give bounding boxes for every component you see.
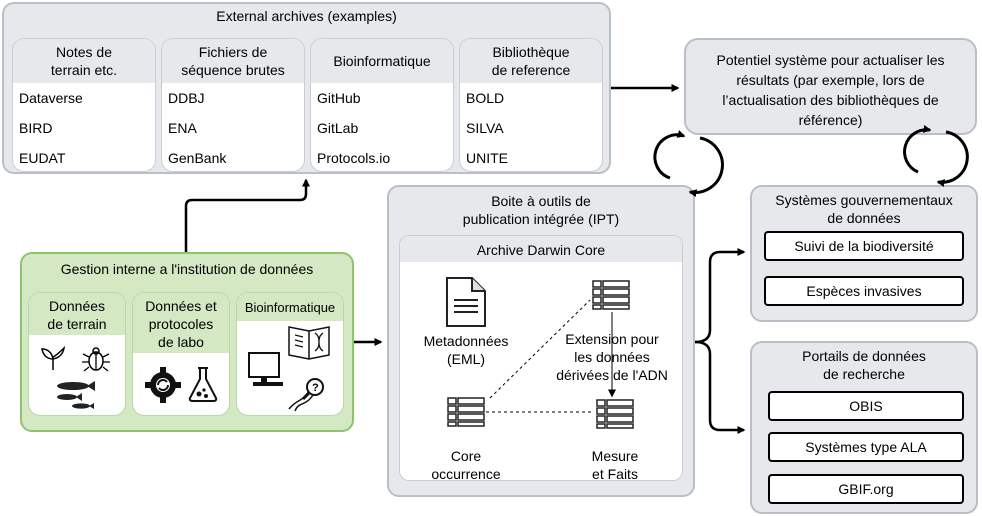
- metadata-label: Metadonnées (EML): [423, 333, 509, 367]
- table-icon-extension: [592, 280, 630, 310]
- dna-book-icon: [288, 326, 330, 360]
- research-portals-title: Portails de données de recherche: [802, 348, 926, 382]
- archive-item: GitHub: [317, 90, 361, 106]
- portal-item-ala: Systèmes type ALA: [768, 432, 964, 462]
- document-icon: [446, 277, 486, 327]
- lab-data-card: Données et protocoles de labo: [132, 292, 230, 416]
- archive-item: UNITE: [466, 150, 508, 166]
- gov-item-invasive: Espèces invasives: [764, 276, 964, 306]
- internal-management-panel: Gestion interne a l'institution de donné…: [20, 252, 354, 432]
- archive-item: Protocols.io: [317, 150, 391, 166]
- dna-search-icon: ?: [288, 378, 324, 412]
- fish-icon: [57, 381, 95, 409]
- archive-column-title: Bibliothèque de reference: [460, 39, 602, 83]
- portal-item-gbif: GBIF.org: [768, 474, 964, 504]
- bioinformatics-internal-title: Bioinformatique: [237, 293, 343, 321]
- archive-item: SILVA: [466, 120, 504, 136]
- arrow-ipt-to-portals: [694, 340, 746, 434]
- archive-item: GenBank: [168, 150, 227, 166]
- archive-item: ENA: [168, 120, 197, 136]
- dwc-archive-title: Archive Darwin Core: [400, 236, 682, 262]
- table-icon-measure: [596, 399, 634, 429]
- core-occurrence-label: Core occurrence: [431, 448, 501, 482]
- flask-icon: [188, 367, 218, 402]
- archive-item: Dataverse: [19, 90, 83, 106]
- external-archives-title: External archives (examples): [216, 8, 397, 24]
- cycle-icon-left: [653, 130, 724, 198]
- archive-item: GitLab: [317, 120, 359, 136]
- gov-systems-title: Systèmes gouvernementaux de données: [775, 192, 953, 226]
- ipt-title: Boite à outils de publication intégrée (…: [462, 193, 620, 227]
- field-data-card: Données de terrain: [28, 292, 126, 416]
- archive-item: BIRD: [19, 120, 53, 136]
- dotted-link-core-to-extension: [489, 299, 591, 399]
- archive-column-title: Notes de terrain etc.: [13, 39, 155, 83]
- field-data-title: Données de terrain: [29, 293, 125, 335]
- external-archives-panel: External archives (examples) Notes de te…: [2, 2, 611, 174]
- plant-icon: [41, 345, 66, 370]
- archive-column-title: Bioinformatique: [311, 39, 453, 83]
- portal-item-obis: OBIS: [768, 391, 964, 421]
- update-system-box: Potentiel système pour actualiser les ré…: [684, 38, 977, 135]
- arrow-internal-to-archives: [184, 178, 310, 252]
- archive-item: EUDAT: [19, 150, 66, 166]
- computer-icon: [248, 352, 283, 386]
- bioinformatics-internal-card: Bioinformatique ?: [236, 292, 344, 416]
- archive-item: BOLD: [466, 90, 505, 106]
- archive-item: DDBJ: [168, 90, 205, 106]
- insect-icon: [82, 347, 110, 372]
- gov-systems-panel: Systèmes gouvernementaux de données Suiv…: [750, 185, 978, 322]
- update-system-text: Potentiel système pour actualiser les ré…: [716, 52, 945, 128]
- svg-text:?: ?: [312, 382, 319, 394]
- lab-data-title: Données et protocoles de labo: [133, 293, 229, 353]
- gear-icon: [145, 367, 181, 403]
- measure-facts-label: Mesure et Faits: [591, 448, 639, 482]
- archive-column-title: Fichiers de séquence brutes: [162, 39, 304, 83]
- gov-item-biodiversity: Suivi de la biodiversité: [764, 231, 964, 261]
- internal-management-title: Gestion interne a l'institution de donné…: [60, 261, 314, 277]
- arrow-ipt-to-gov: [694, 248, 746, 344]
- cycle-icon-right: [903, 125, 969, 187]
- table-icon-core: [447, 397, 485, 427]
- research-portals-panel: Portails de données de recherche OBIS Sy…: [750, 341, 978, 514]
